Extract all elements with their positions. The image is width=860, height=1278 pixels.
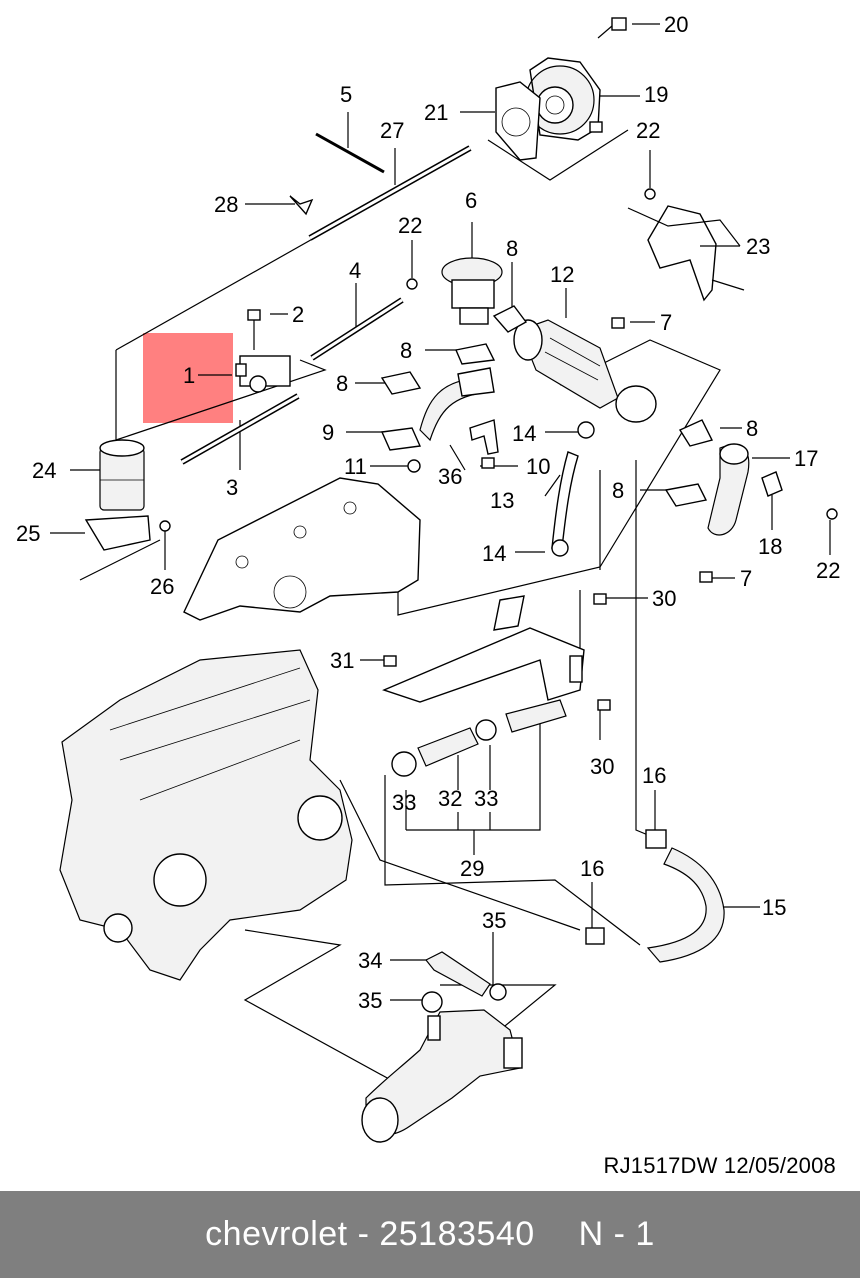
egr-cooler-12	[513, 319, 657, 423]
callout-7a: 7	[660, 310, 672, 335]
rod-5	[315, 132, 385, 174]
hose-15	[646, 847, 725, 963]
callout-8c: 8	[336, 371, 348, 396]
callout-3: 3	[226, 475, 238, 500]
nut-11-bolt-10	[407, 457, 495, 473]
callout-12: 12	[550, 262, 574, 287]
callout-28: 28	[214, 192, 238, 217]
callout-labels: 1 2 3 4 5 6 7 7 8 8 8 8 8 9 10 11 12 13 …	[16, 12, 840, 1013]
clip-28	[289, 195, 314, 216]
callout-5: 5	[340, 82, 352, 107]
callout-33b: 33	[474, 786, 498, 811]
callout-1: 1	[183, 363, 195, 388]
bolts-30-31	[383, 593, 611, 711]
egr-pipe-9	[380, 367, 495, 451]
footer-ref: N - 1	[578, 1215, 655, 1253]
callout-2: 2	[292, 302, 304, 327]
bracket-25	[84, 515, 151, 551]
hose-34-clamps-35	[421, 951, 507, 1013]
callout-24: 24	[32, 458, 56, 483]
pipe-17	[707, 443, 750, 536]
bolt-20	[597, 17, 627, 39]
footer-separator: -	[357, 1215, 370, 1253]
clamps-16	[585, 829, 667, 945]
callout-31: 31	[330, 648, 354, 673]
callout-22c: 22	[816, 558, 840, 583]
callout-33a: 33	[392, 790, 416, 815]
callout-17: 17	[794, 446, 818, 471]
egr-valve-6	[441, 257, 503, 325]
callout-35b: 35	[358, 988, 382, 1013]
callout-11: 11	[344, 454, 367, 479]
callout-16b: 16	[580, 856, 604, 881]
intake-manifold	[183, 477, 421, 621]
bolt-2	[247, 309, 261, 350]
highlighted-part-box	[143, 333, 233, 423]
callout-36: 36	[438, 464, 462, 489]
callout-6: 6	[465, 188, 477, 213]
callout-8d: 8	[746, 416, 758, 441]
callout-19: 19	[644, 82, 668, 107]
bracket-18	[761, 471, 783, 497]
callout-32: 32	[438, 786, 462, 811]
callout-10: 10	[526, 454, 550, 479]
bolt-26	[159, 520, 171, 532]
callout-26: 26	[150, 574, 174, 599]
callout-7b: 7	[740, 566, 752, 591]
callout-22a: 22	[636, 118, 660, 143]
callout-18: 18	[758, 534, 782, 559]
drawing-code: RJ1517DW 12/05/2008	[603, 1153, 836, 1178]
clamps-14	[551, 421, 595, 557]
callout-8e: 8	[612, 478, 624, 503]
footer-brand: chevrolet	[205, 1215, 348, 1253]
callout-29: 29	[460, 856, 484, 881]
leader-lines	[50, 23, 831, 1086]
bracket-36	[469, 419, 499, 455]
thermostat-housing	[361, 1009, 523, 1143]
callout-8b: 8	[400, 338, 412, 363]
gasket-21	[495, 81, 541, 161]
callout-8a: 8	[506, 236, 518, 261]
footer-part-number: 25183540	[379, 1215, 535, 1253]
callout-20: 20	[664, 12, 688, 37]
callout-34: 34	[358, 948, 382, 973]
engine-block	[59, 649, 353, 981]
footer-bar: chevrolet - 25183540 N - 1	[0, 1191, 860, 1278]
canister-24	[99, 439, 145, 511]
rod-4	[310, 297, 404, 361]
callout-14a: 14	[512, 421, 536, 446]
nuts-22-7	[406, 188, 838, 583]
callout-23: 23	[746, 234, 770, 259]
callout-13: 13	[490, 488, 514, 513]
rod-3	[180, 393, 300, 465]
parts-diagram: 1 2 3 4 5 6 7 7 8 8 8 8 8 9 10 11 12 13 …	[16, 12, 840, 1143]
callout-16a: 16	[642, 763, 666, 788]
hose-13	[551, 451, 579, 549]
egr-vacuum-pump-19	[525, 57, 603, 141]
callout-14b: 14	[482, 541, 506, 566]
callout-30b: 30	[590, 754, 614, 779]
callout-15: 15	[762, 895, 786, 920]
callout-27: 27	[380, 118, 404, 143]
coolant-pipe-assembly	[382, 595, 585, 703]
callout-35a: 35	[482, 908, 506, 933]
bracket-23	[647, 205, 745, 302]
hoses-32-33	[391, 699, 567, 777]
callout-21: 21	[424, 100, 448, 125]
callout-22b: 22	[398, 213, 422, 238]
callout-4: 4	[349, 258, 361, 283]
callout-25: 25	[16, 521, 40, 546]
callout-30a: 30	[652, 586, 676, 611]
gaskets-8	[380, 305, 714, 507]
callout-9: 9	[322, 420, 334, 445]
long-rod-27	[308, 145, 472, 241]
sensor-1	[235, 355, 291, 393]
